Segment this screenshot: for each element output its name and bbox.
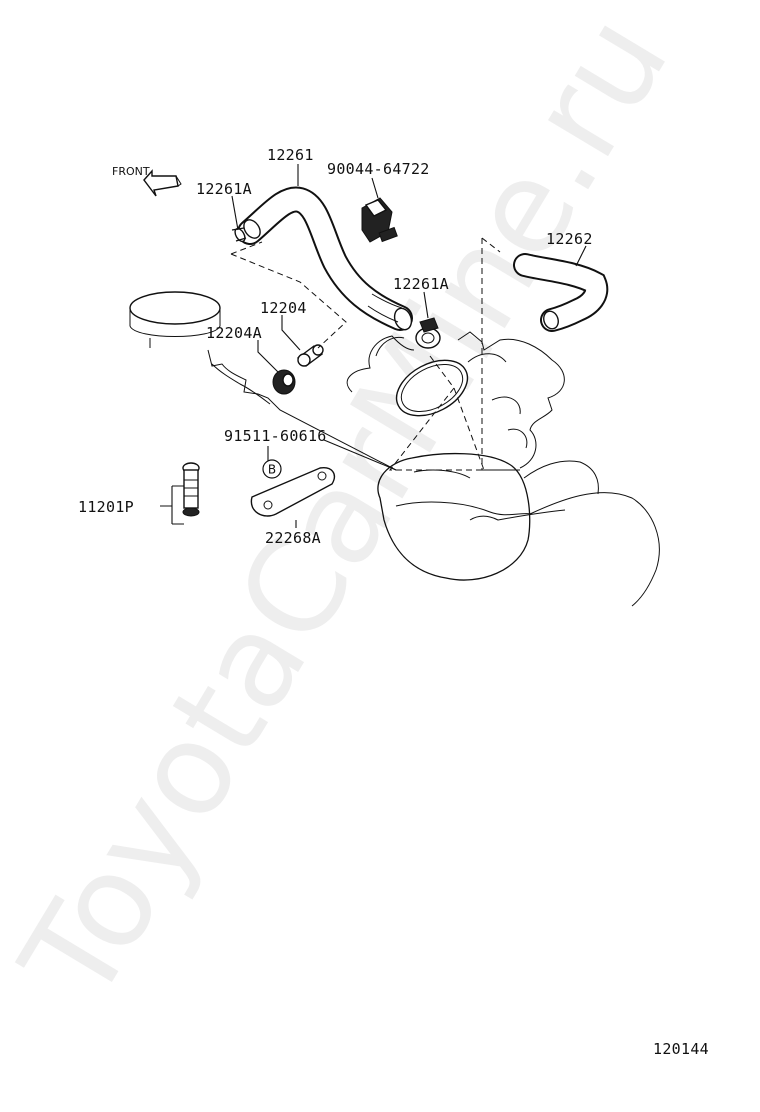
part-label-12204: 12204 — [260, 299, 307, 317]
part-label-12261a-top: 12261A — [196, 180, 252, 198]
gasket-ring — [395, 359, 469, 417]
valve-12204 — [296, 344, 324, 367]
diagram-id: 120144 — [653, 1040, 709, 1058]
part-label-90044-64722: 90044-64722 — [327, 160, 430, 178]
assembly-dashed-lines — [230, 237, 520, 471]
engine-outline — [211, 331, 660, 607]
front-arrow-icon — [143, 169, 182, 197]
part-label-91511-60616: 91511-60616 — [224, 427, 327, 445]
front-label: FRONT — [112, 165, 150, 178]
callout-b-letter: B — [268, 463, 276, 477]
part-label-12261: 12261 — [267, 146, 314, 164]
part-label-12261a-right: 12261A — [393, 275, 449, 293]
leader-lines — [160, 164, 587, 528]
clip-90044-64722 — [361, 197, 398, 243]
part-label-22268a: 22268A — [265, 529, 321, 547]
hose-12262 — [513, 253, 609, 332]
clamp-12261a-right — [415, 317, 441, 349]
callout-b: B — [262, 459, 282, 479]
bolt-11201p — [182, 462, 200, 517]
grommet-12204a — [272, 369, 296, 395]
part-label-12262: 12262 — [546, 230, 593, 248]
hose-12261 — [237, 186, 413, 331]
clamp-12261a-top — [231, 227, 247, 243]
bracket-22268a — [250, 467, 336, 517]
part-label-12204a: 12204A — [206, 324, 262, 342]
part-label-11201p: 11201P — [78, 498, 134, 516]
air-cleaner-cap — [129, 291, 221, 348]
